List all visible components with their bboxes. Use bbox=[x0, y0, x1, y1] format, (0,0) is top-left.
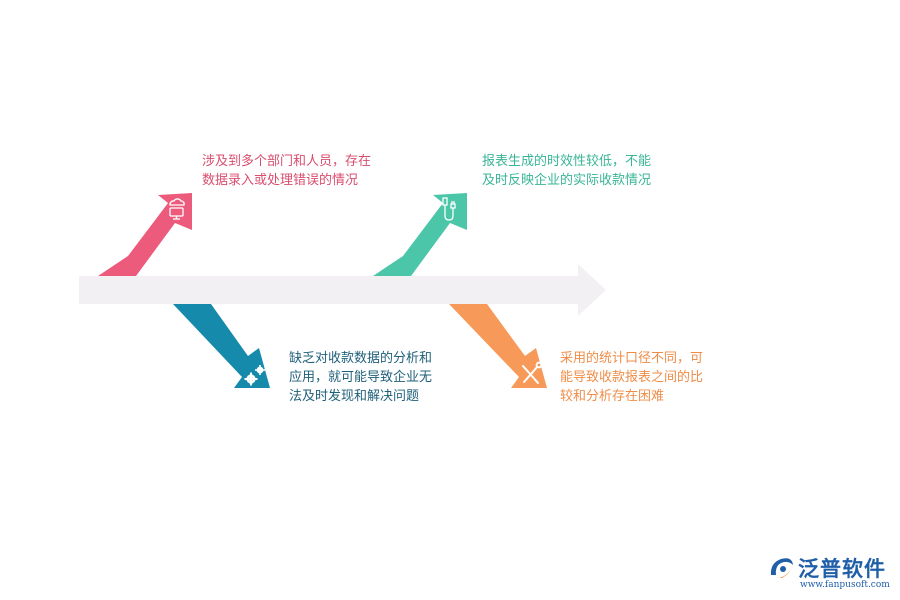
cloud-monitor-icon bbox=[169, 198, 185, 220]
tools-icon bbox=[522, 361, 543, 384]
arrow-top-right bbox=[373, 193, 467, 276]
cause-text-top-right: 报表生成的时效性较低，不能 及时反映企业的实际收款情况 bbox=[482, 152, 651, 190]
cause-line: 涉及到多个部门和人员，存在 bbox=[202, 154, 372, 169]
cause-line: 法及时发现和解决问题 bbox=[289, 389, 420, 404]
cause-line: 报表生成的时效性较低，不能 bbox=[482, 154, 652, 169]
logo-mark-icon bbox=[770, 558, 793, 578]
arrow-bottom-left bbox=[173, 304, 270, 388]
logo-url: www.fanpusoft.com bbox=[800, 580, 890, 590]
cause-text-bottom-right: 采用的统计口径不同，可 能导致收款报表之间的比 较和分析存在困难 bbox=[560, 349, 703, 406]
arrow-bottom-right bbox=[449, 304, 547, 388]
cause-line: 缺乏对收款数据的分析和 bbox=[289, 351, 433, 366]
cause-line: 较和分析存在困难 bbox=[560, 389, 665, 404]
cause-line: 及时反映企业的实际收款情况 bbox=[482, 173, 652, 188]
cable-plug-icon bbox=[442, 197, 456, 221]
cause-text-bottom-left: 缺乏对收款数据的分析和 应用，就可能导致企业无 法及时发现和解决问题 bbox=[289, 349, 432, 406]
cause-line: 数据录入或处理错误的情况 bbox=[202, 173, 359, 188]
brand-logo: 泛普软件 www.fanpusoft.com bbox=[768, 553, 894, 597]
cause-text-top-left: 涉及到多个部门和人员，存在 数据录入或处理错误的情况 bbox=[202, 152, 371, 190]
gears-icon bbox=[244, 365, 265, 386]
cause-line: 应用，就可能导致企业无 bbox=[289, 370, 433, 385]
spine-arrow bbox=[79, 264, 606, 316]
logo-name: 泛普软件 bbox=[798, 557, 886, 581]
cause-line: 能导致收款报表之间的比 bbox=[560, 370, 704, 385]
arrow-top-left bbox=[98, 193, 192, 276]
cause-line: 采用的统计口径不同，可 bbox=[560, 351, 704, 366]
